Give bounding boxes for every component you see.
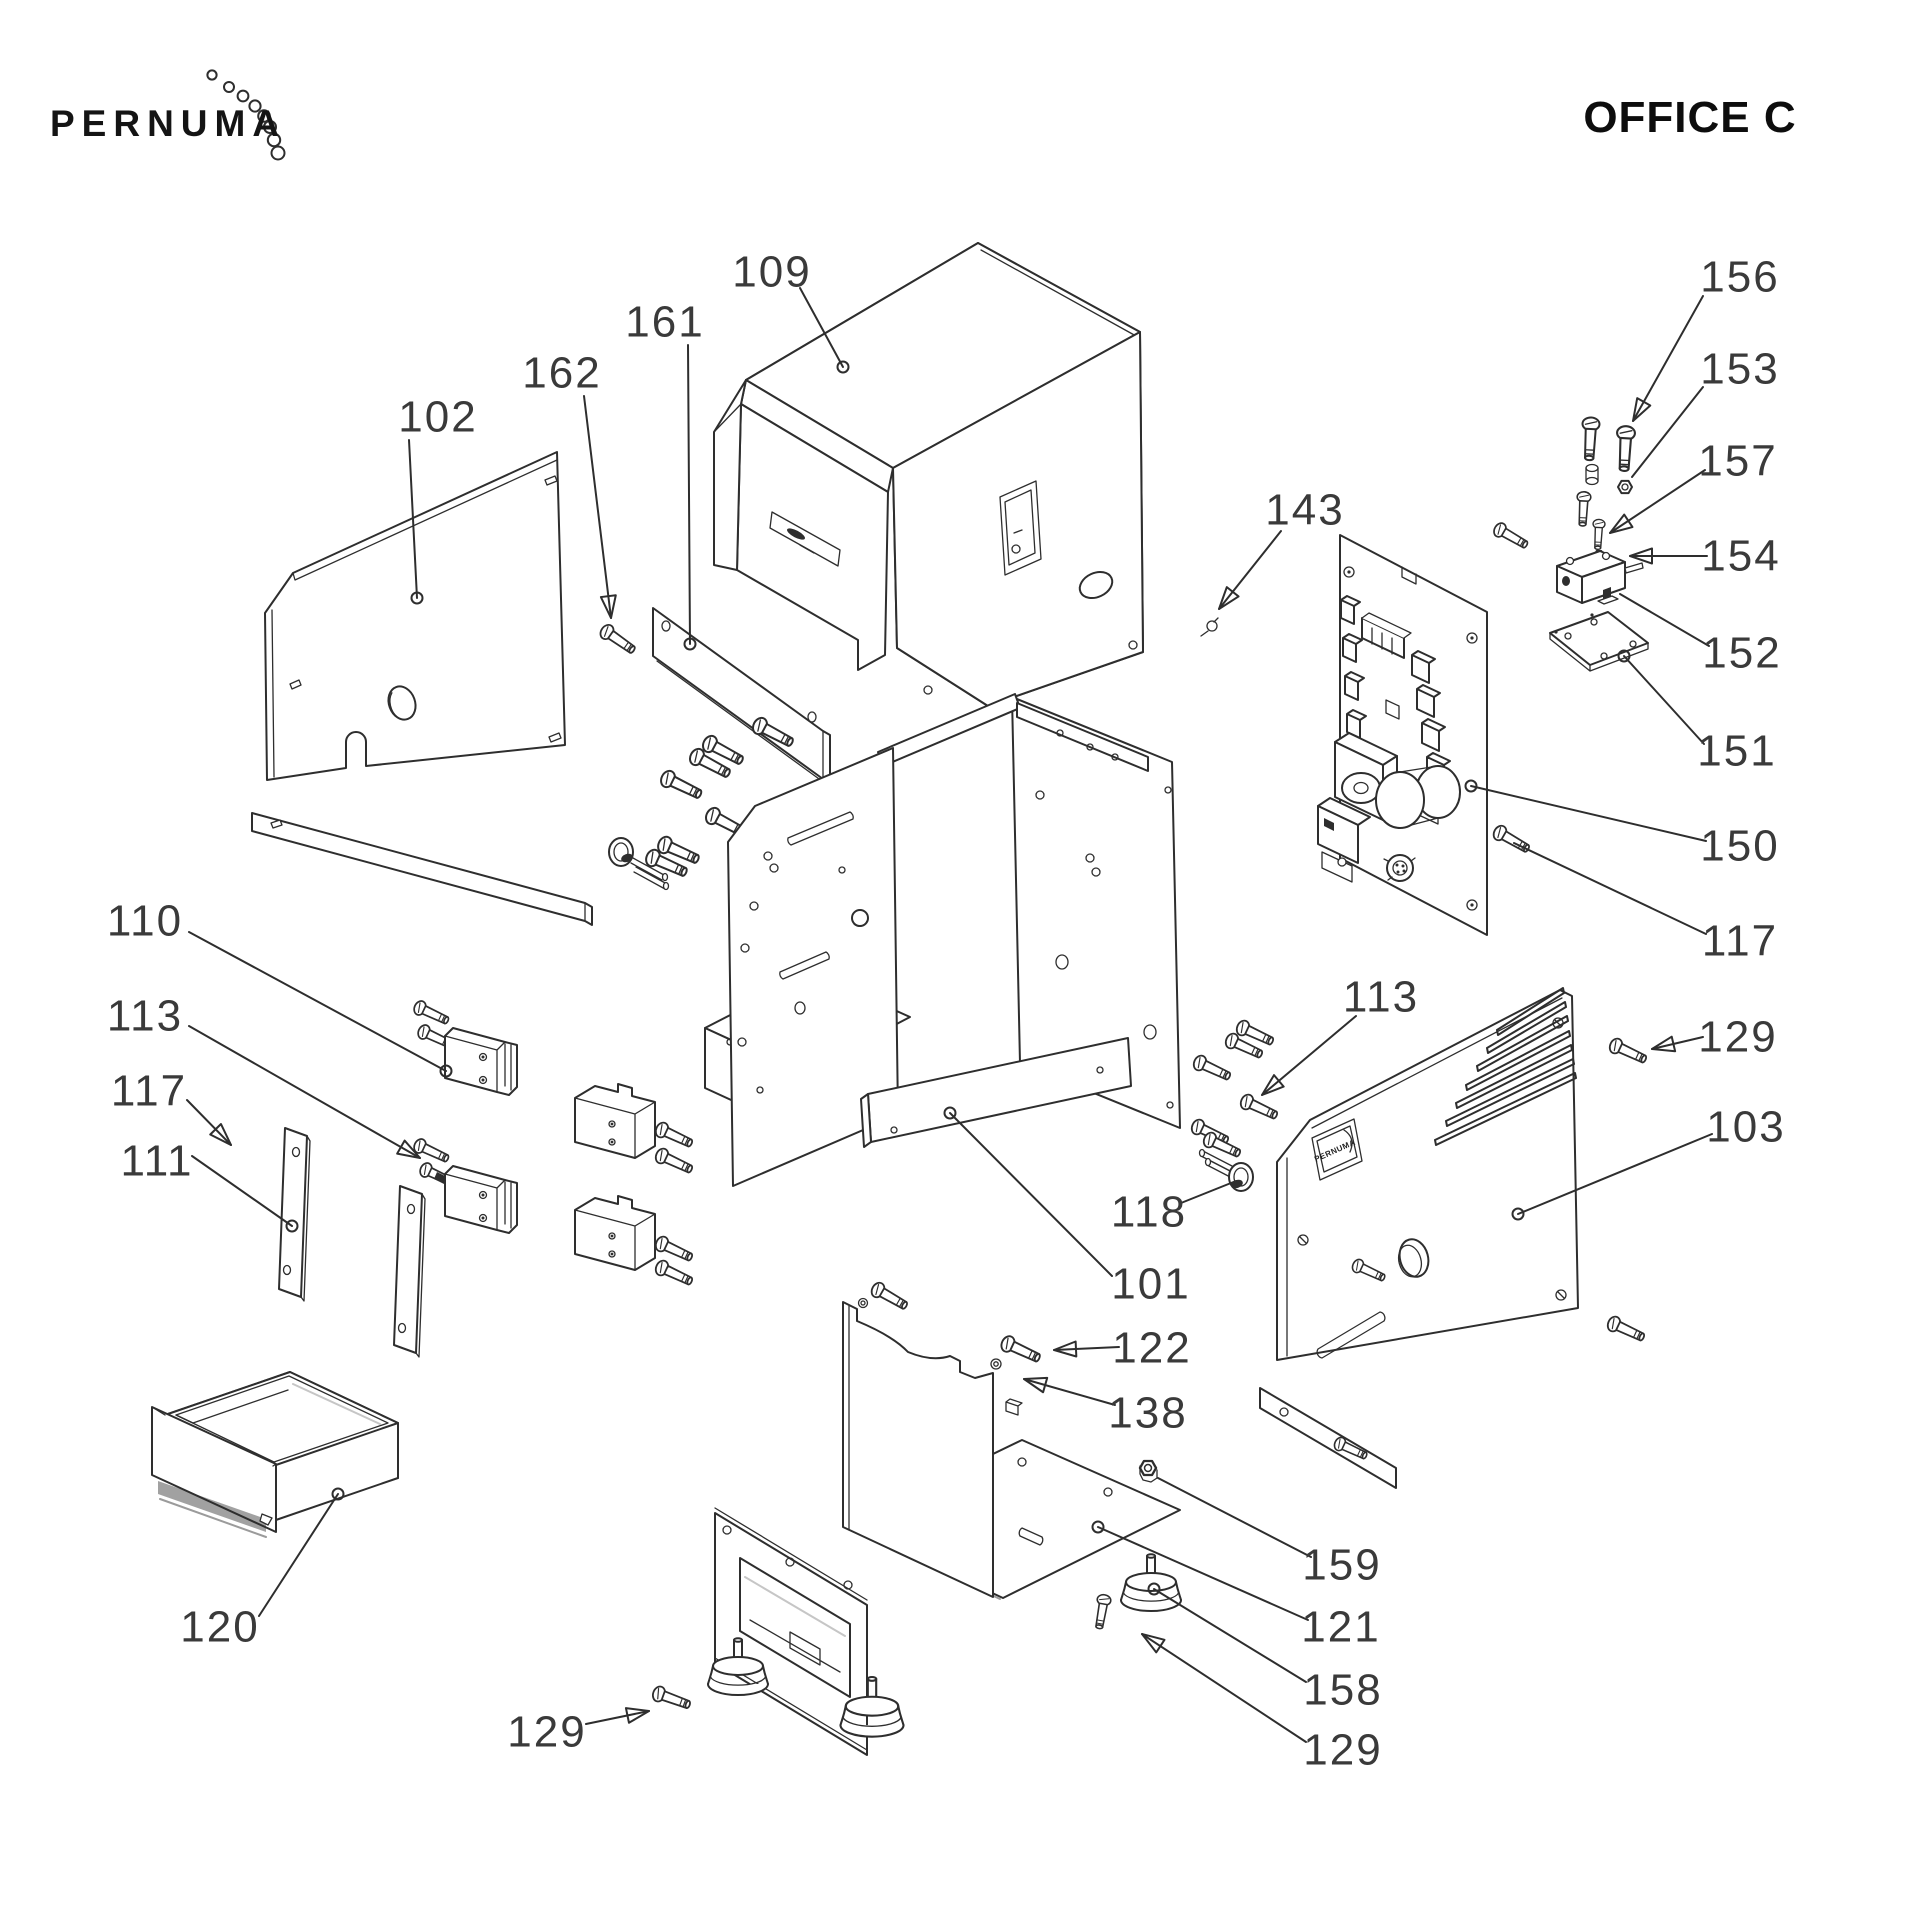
svg-text:122: 122: [1112, 1324, 1191, 1373]
svg-text:110: 110: [107, 897, 183, 946]
part-label-150: 150: [1464, 779, 1779, 871]
part-121-base-assembly: [649, 1279, 1181, 1756]
part-label-138: 138: [1023, 1376, 1187, 1438]
svg-text:113: 113: [107, 992, 183, 1041]
switch-cluster: [1549, 416, 1649, 672]
pin-118: [1198, 1148, 1254, 1192]
rails-111: [278, 1127, 426, 1358]
svg-text:151: 151: [1697, 727, 1776, 776]
logo-dot: [257, 109, 271, 123]
part-label-129: 129: [1651, 1013, 1777, 1062]
part-label-129: 129: [507, 1707, 650, 1757]
bracket-110: [411, 998, 518, 1096]
part-label-152: 152: [1619, 593, 1781, 678]
part-labels-layer: 109 161 162 102 143 156 153 157 154 152 151 150 117 1…: [107, 248, 1785, 1775]
part-label-110: 110: [107, 897, 453, 1078]
part-label-162: 162: [522, 349, 617, 619]
part-label-156: 156: [1632, 253, 1779, 422]
part-label-157: 157: [1609, 437, 1777, 534]
logo-dot: [270, 145, 286, 161]
bracket-block-lower: [574, 1195, 696, 1290]
part-label-153: 153: [1631, 345, 1779, 478]
bracket-block-upper: [574, 1083, 696, 1178]
logo-dot: [248, 99, 262, 113]
part-label-122: 122: [1053, 1324, 1191, 1373]
svg-text:138: 138: [1108, 1389, 1187, 1438]
part-label-161: 161: [625, 298, 704, 651]
logo-dots-arc: [206, 69, 286, 161]
svg-text:118: 118: [1111, 1188, 1187, 1237]
part-label-103: 103: [1511, 1103, 1785, 1221]
svg-text:153: 153: [1700, 345, 1779, 394]
part-103-right-side-panel: PERNUMA: [1259, 987, 1650, 1489]
svg-text:156: 156: [1700, 253, 1779, 302]
pin-assembly-left: [608, 837, 670, 891]
svg-text:120: 120: [180, 1603, 259, 1652]
svg-text:129: 129: [507, 1708, 586, 1757]
svg-text:157: 157: [1698, 437, 1777, 486]
part-label-102: 102: [398, 393, 477, 605]
svg-text:150: 150: [1700, 822, 1779, 871]
part-label-143: 143: [1218, 486, 1344, 610]
part-label-158: 158: [1147, 1582, 1382, 1715]
part-label-118: 118: [1111, 1180, 1237, 1237]
svg-text:121: 121: [1301, 1603, 1380, 1652]
logo-dot: [236, 89, 250, 103]
part-label-129: 129: [1141, 1633, 1382, 1775]
logo-dot: [263, 120, 277, 134]
svg-text:102: 102: [398, 393, 477, 442]
svg-text:101: 101: [1111, 1260, 1190, 1309]
bracket-113-left: [411, 1136, 518, 1234]
svg-text:111: 111: [121, 1137, 194, 1186]
part-label-113: 113: [107, 992, 421, 1159]
svg-text:129: 129: [1698, 1013, 1777, 1062]
part-label-154: 154: [1629, 532, 1780, 581]
part-label-109: 109: [732, 248, 850, 374]
svg-text:117: 117: [111, 1067, 187, 1116]
part-label-151: 151: [1617, 649, 1776, 776]
part-label-121: 121: [1091, 1520, 1380, 1652]
part-label-120: 120: [180, 1487, 345, 1652]
logo-dot: [206, 69, 218, 81]
svg-text:152: 152: [1702, 629, 1781, 678]
svg-text:158: 158: [1303, 1666, 1382, 1715]
svg-text:113: 113: [1343, 973, 1419, 1022]
svg-text:162: 162: [522, 349, 601, 398]
logo-text: PERNUMA: [50, 103, 286, 144]
part-101-chassis: [704, 693, 1181, 1187]
page-title: OFFICE C: [1583, 93, 1796, 142]
part-120-drawer: [151, 1371, 399, 1538]
svg-text:143: 143: [1265, 486, 1344, 535]
part-label-113: 113: [1261, 973, 1419, 1096]
part-label-159: 159: [1157, 1477, 1381, 1590]
part-109-top-cover: [713, 242, 1144, 707]
washer-143: [1200, 617, 1219, 637]
svg-text:109: 109: [732, 248, 811, 297]
logo-dot: [266, 132, 282, 148]
part-label-101: 101: [943, 1106, 1190, 1309]
svg-text:161: 161: [625, 298, 704, 347]
part-102-left-side-panel: [251, 451, 593, 926]
part-label-111: 111: [121, 1137, 299, 1233]
svg-text:117: 117: [1702, 917, 1778, 966]
svg-text:103: 103: [1706, 1103, 1785, 1152]
svg-text:129: 129: [1303, 1726, 1382, 1775]
part-150-pcb-assembly: [1317, 520, 1533, 936]
part-label-117: 117: [111, 1067, 232, 1146]
svg-text:154: 154: [1701, 532, 1780, 581]
svg-text:159: 159: [1302, 1541, 1381, 1590]
part-label-117: 117: [1513, 842, 1778, 966]
logo-dot: [223, 81, 235, 93]
